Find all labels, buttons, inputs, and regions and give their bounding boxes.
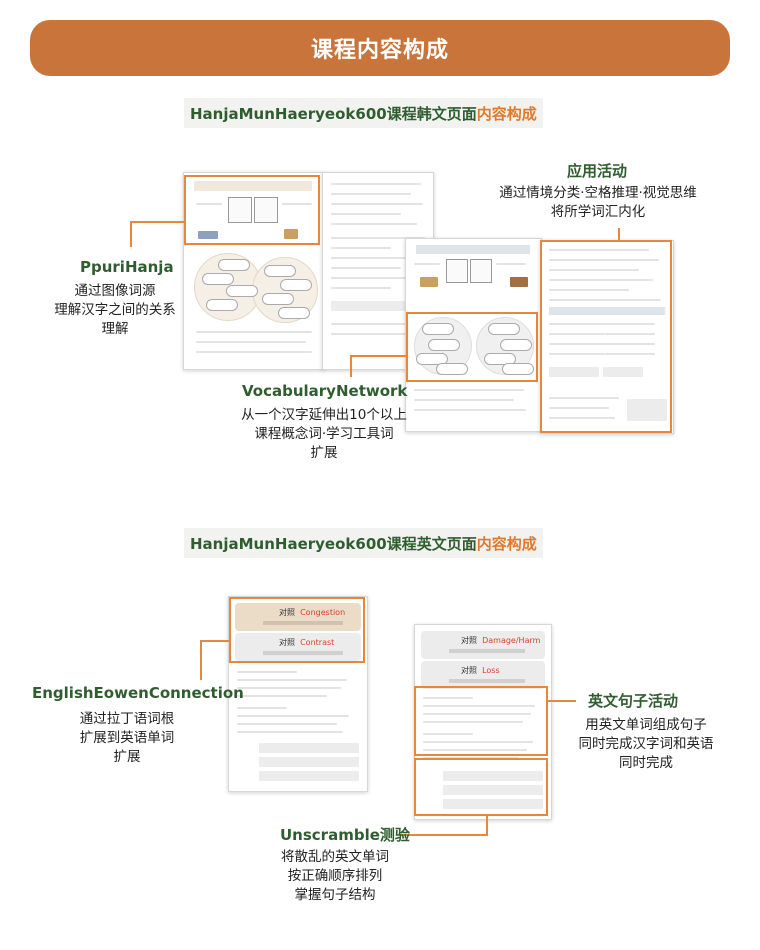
english-title: EnglishEowenConnection	[32, 684, 244, 702]
card-congestion: 对照 Congestion	[235, 603, 361, 631]
apply-title: 应用活动	[567, 162, 628, 180]
apply-connector	[618, 228, 620, 242]
english-page-left: 对照 Congestion 对照 Contrast	[228, 596, 368, 792]
banner: 课程内容构成	[30, 20, 730, 76]
vocab-connector	[350, 355, 352, 377]
section2-title: HanjaMunHaeryeok600课程英文页面内容构成	[184, 528, 543, 558]
vocab-desc: 从一个汉字延伸出10个以上 课程概念词·学习工具词 扩展	[241, 407, 407, 461]
vocab-title: VocabularyNetwork	[242, 382, 408, 400]
section1-title: HanjaMunHaeryeok600课程韩文页面内容构成	[184, 98, 543, 128]
card-damage: 对照 Damage/Harm	[421, 631, 545, 659]
apply-desc: 通过情境分类·空格推理·视觉思维 将所学词汇内化	[499, 185, 697, 220]
korean-page-left	[183, 172, 325, 370]
section1-title-highlight: 内容构成	[476, 104, 537, 123]
ppuri-desc: 通过图像词源 理解汉字之间的关系 理解	[54, 283, 176, 337]
english-page-right: 对照 Damage/Harm 对照 Loss	[414, 624, 552, 820]
english-highlight-box	[229, 597, 365, 663]
sentence-highlight-box	[414, 686, 548, 756]
ppuri-title: PpuriHanja	[80, 258, 174, 276]
section2-title-prefix: HanjaMunHaeryeok600课程英文页面	[190, 534, 477, 553]
section2-title-highlight: 内容构成	[476, 534, 537, 553]
sentence-title: 英文句子活动	[588, 692, 679, 710]
unscramble-desc: 将散乱的英文单词 按正确顺序排列 掌握句子结构	[281, 849, 389, 903]
english-connector	[200, 640, 230, 642]
sentence-connector	[548, 700, 576, 702]
sentence-desc: 用英文单词组成句子 同时完成汉字词和英语 同时完成	[578, 717, 714, 771]
korean-page-activity	[540, 240, 674, 434]
apply-highlight-box	[540, 240, 672, 433]
card-contrast: 对照 Contrast	[235, 633, 361, 661]
unscramble-connector	[486, 816, 488, 836]
banner-title: 课程内容构成	[310, 38, 449, 63]
unscramble-highlight-box	[414, 758, 548, 816]
vocab-highlight-box	[406, 312, 538, 382]
unscramble-title: Unscramble测验	[280, 826, 410, 844]
ppuri-connector	[130, 221, 186, 223]
card-loss: 对照 Loss	[421, 661, 545, 689]
korean-page-middle	[405, 238, 542, 432]
ppuri-highlight-box	[184, 175, 320, 245]
section1-title-prefix: HanjaMunHaeryeok600课程韩文页面	[190, 104, 477, 123]
english-desc: 通过拉丁语词根 扩展到英语单词 扩展	[79, 711, 175, 765]
